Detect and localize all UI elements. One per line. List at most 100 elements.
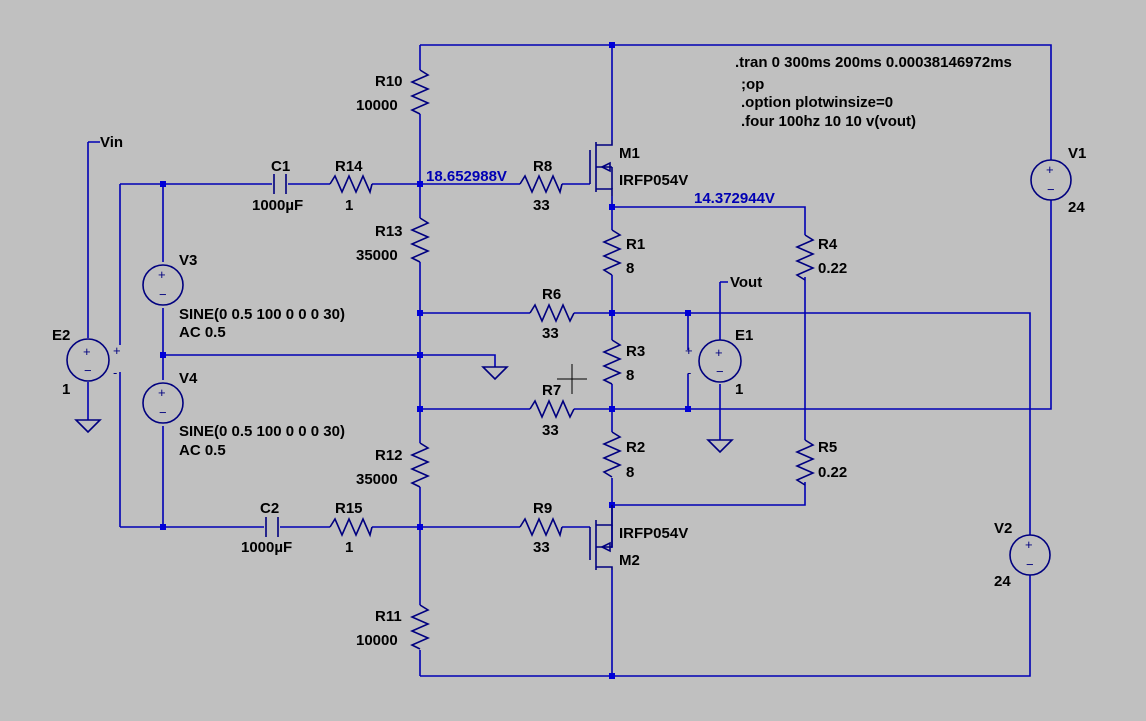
minus-sign: -: [113, 365, 117, 380]
resistor-r1[interactable]: [602, 229, 622, 276]
directives: .tran 0 300ms 200ms 0.00038146972ms ;op …: [735, 54, 1012, 130]
component-value: 1: [345, 539, 353, 556]
capacitor-c1[interactable]: [273, 174, 287, 194]
component-value: 1: [62, 381, 70, 398]
component-name: R1: [626, 236, 645, 253]
component-value: 8: [626, 260, 634, 277]
resistor-r6[interactable]: [529, 303, 575, 323]
plus-sign: +: [715, 345, 723, 360]
voltage-source-v2[interactable]: + −: [1009, 534, 1051, 576]
resistor-r5[interactable]: [795, 439, 815, 486]
component-value: 10000: [356, 632, 398, 649]
mosfet-m1[interactable]: [589, 140, 613, 196]
junction-dot: [609, 204, 615, 210]
directive-four[interactable]: .four 100hz 10 10 v(vout): [741, 113, 916, 130]
minus-sign: −: [159, 287, 167, 302]
vcvs-e1[interactable]: + − + -: [685, 339, 742, 383]
component-name: R13: [375, 223, 403, 240]
minus-sign: −: [84, 363, 92, 378]
component-name: V4: [179, 370, 198, 387]
junction-dot: [609, 310, 615, 316]
wire-ground-link: [163, 354, 496, 367]
directive-op[interactable]: ;op: [741, 76, 764, 93]
component-name: V3: [179, 252, 197, 269]
component-value: 33: [542, 422, 559, 439]
voltage-source-v3[interactable]: + −: [142, 264, 184, 306]
wire-top-rail: [420, 44, 1052, 160]
component-name: E1: [735, 327, 753, 344]
component-name: R9: [533, 500, 552, 517]
junction-dot: [160, 352, 166, 358]
voltage-readout-gate: 18.652988V: [426, 168, 507, 185]
voltage-source-v4[interactable]: + −: [142, 382, 184, 424]
component-value: 0.22: [818, 464, 847, 481]
directive-option[interactable]: .option plotwinsize=0: [741, 94, 893, 111]
component-value: 8: [626, 367, 634, 384]
voltage-source-v1[interactable]: + −: [1030, 159, 1072, 201]
component-name: C1: [271, 158, 290, 175]
wire-vin: [87, 141, 100, 338]
component-value: 0.22: [818, 260, 847, 277]
junction-dot: [160, 524, 166, 530]
component-name: R11: [375, 608, 402, 625]
directive-tran[interactable]: .tran 0 300ms 200ms 0.00038146972ms: [735, 54, 1012, 71]
resistor-r14[interactable]: [329, 174, 373, 195]
junction-dot: [609, 42, 615, 48]
resistor-r13[interactable]: [410, 217, 430, 263]
resistor-r9[interactable]: [519, 517, 563, 538]
vcvs-e2[interactable]: + − + -: [66, 338, 121, 382]
component-name: R8: [533, 158, 552, 175]
mosfet-m2[interactable]: [589, 505, 613, 570]
component-value: 24: [1068, 199, 1085, 216]
wires: [87, 44, 1052, 677]
junction-dot: [417, 406, 423, 412]
component-value: SINE(0 0.5 100 0 0 0 30): [179, 423, 345, 440]
resistor-r8[interactable]: [519, 174, 563, 195]
component-name: R3: [626, 343, 645, 360]
component-value: 35000: [356, 471, 398, 488]
plus-sign: +: [685, 343, 693, 358]
component-value: IRFP054V: [619, 172, 688, 189]
component-value: 1000µF: [241, 539, 292, 556]
component-value: 35000: [356, 247, 398, 264]
plus-sign: +: [1025, 537, 1033, 552]
junction-dot: [685, 310, 691, 316]
junction-dot: [609, 673, 615, 679]
component-value: 10000: [356, 97, 398, 114]
component-name: R6: [542, 286, 561, 303]
component-name: R4: [818, 236, 838, 253]
ground-symbol: [481, 366, 509, 381]
component-value: 33: [542, 325, 559, 342]
minus-sign: −: [159, 405, 167, 420]
wire-bottom-rail: [420, 575, 1031, 677]
resistor-r10[interactable]: [410, 69, 430, 115]
component-value: 33: [533, 539, 550, 556]
resistor-r11[interactable]: [410, 604, 430, 650]
minus-sign: -: [687, 365, 691, 380]
net-label-vout[interactable]: Vout: [730, 274, 762, 291]
junction-dot: [685, 406, 691, 412]
junction-dot: [417, 524, 423, 530]
wire-row-r7: [420, 200, 1052, 410]
plus-sign: +: [113, 343, 121, 358]
component-name: R5: [818, 439, 837, 456]
component-name: R14: [335, 158, 363, 175]
plus-sign: +: [1046, 162, 1054, 177]
resistor-r2[interactable]: [602, 431, 622, 478]
junction-dot: [609, 406, 615, 412]
net-label-vin[interactable]: Vin: [100, 134, 123, 151]
minus-sign: −: [716, 364, 724, 379]
voltage-readout-source: 14.372944V: [694, 190, 775, 207]
resistor-r15[interactable]: [329, 517, 373, 538]
resistor-r3[interactable]: [602, 339, 622, 385]
resistor-r4[interactable]: [795, 234, 815, 281]
resistor-r12[interactable]: [410, 442, 430, 488]
component-name: V1: [1068, 145, 1086, 162]
component-name: C2: [260, 500, 279, 517]
capacitor-c2[interactable]: [265, 517, 279, 537]
component-value: 1: [735, 381, 743, 398]
resistor-r7[interactable]: [529, 399, 575, 419]
component-value: 24: [994, 573, 1011, 590]
component-name: R10: [375, 73, 403, 90]
